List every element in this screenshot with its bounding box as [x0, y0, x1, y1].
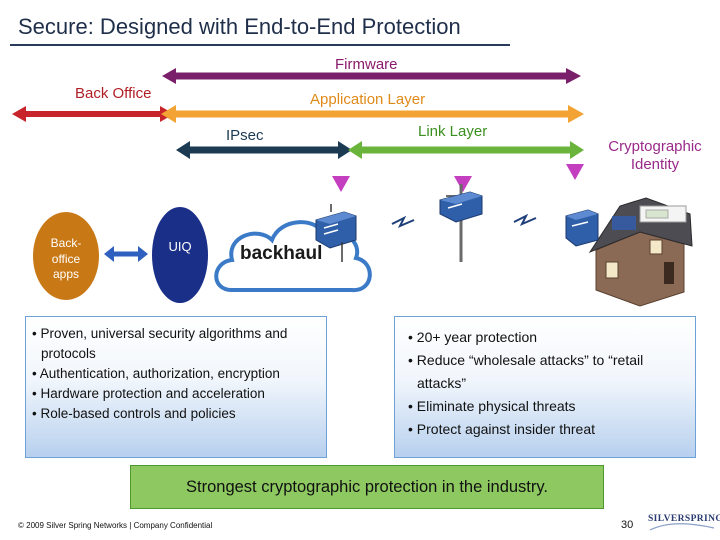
back-office-label: Back Office — [75, 85, 152, 102]
application-layer-label: Application Layer — [310, 91, 426, 108]
crypto-identity-markers — [332, 164, 584, 192]
list-item: • Eliminate physical threats — [408, 398, 576, 414]
uiq-label: UIQ — [168, 239, 192, 254]
back-office-arrow — [12, 106, 174, 122]
list-item: • Hardware protection and acceleration — [32, 386, 265, 401]
meter-display-icon — [639, 205, 687, 223]
firmware-arrow — [162, 68, 581, 84]
summary-banner: Strongest cryptographic protection in th… — [130, 465, 604, 509]
list-item: • Protect against insider threat — [408, 421, 595, 437]
firmware-label: Firmware — [335, 56, 398, 73]
security-features-box: • Proven, universal security algorithms … — [25, 316, 327, 458]
link-layer-arrow — [348, 141, 584, 159]
list-item: • Proven, universal security algorithms … — [32, 326, 288, 361]
list-item: • 20+ year protection — [408, 329, 538, 345]
network-diagram — [12, 68, 693, 307]
ipsec-label: IPsec — [226, 127, 264, 144]
slide-title: Secure: Designed with End-to-End Protect… — [18, 14, 461, 39]
backoffice-apps-label: Back- office apps — [50, 236, 82, 282]
smart-meter-icon — [565, 209, 599, 247]
security-benefits-box: • 20+ year protection • Reduce “wholesal… — [394, 316, 696, 458]
backoffice-apps-node: Back- office apps — [33, 212, 99, 300]
list-item: • Authentication, authorization, encrypt… — [32, 366, 280, 381]
ipsec-arrow — [176, 141, 352, 159]
apps-uiq-arrow — [104, 246, 148, 262]
cryptographic-identity-label: Cryptographic Identity — [608, 138, 702, 173]
access-point-icon — [315, 204, 357, 262]
link-layer-label: Link Layer — [418, 123, 488, 140]
silver-spring-logo: SILVERSPRING — [648, 510, 720, 536]
security-benefits-list: • 20+ year protection • Reduce “wholesal… — [408, 326, 690, 441]
list-item: • Role-based controls and policies — [32, 406, 236, 421]
application-layer-arrow — [161, 105, 584, 123]
summary-banner-text: Strongest cryptographic protection in th… — [186, 478, 548, 496]
wireless-link-icon — [391, 213, 537, 228]
logo-text: SILVERSPRING — [648, 514, 720, 524]
backhaul-label: backhaul — [240, 243, 323, 264]
list-item: • Reduce “wholesale attacks” to “retail … — [408, 352, 644, 391]
uiq-node: UIQ — [152, 207, 208, 303]
title-underline — [10, 44, 510, 46]
footer-copyright: © 2009 Silver Spring Networks | Company … — [18, 521, 213, 530]
page-number: 30 — [621, 519, 634, 531]
utility-pole-icon — [439, 184, 483, 262]
security-features-list: • Proven, universal security algorithms … — [32, 324, 320, 424]
